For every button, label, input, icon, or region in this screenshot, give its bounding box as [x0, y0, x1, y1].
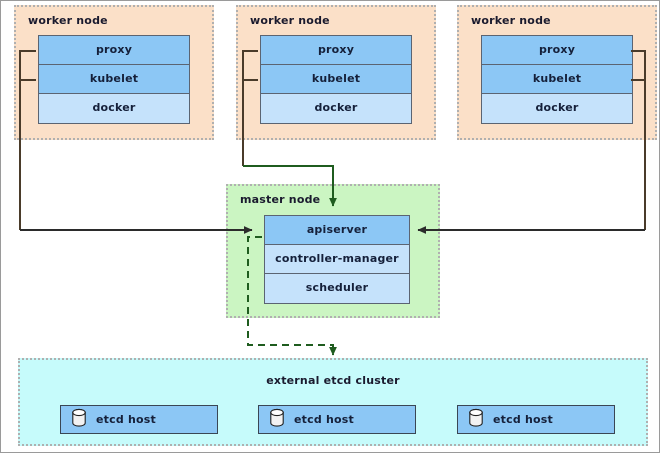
etcd-host-1-label: etcd host — [96, 413, 156, 426]
worker-node-1-kubelet[interactable]: kubelet — [39, 65, 189, 94]
worker-node-2-title: worker node — [250, 14, 330, 27]
worker-node-3-components: proxy kubelet docker — [481, 35, 633, 124]
worker-node-1-group: worker node proxy kubelet docker — [14, 5, 214, 140]
etcd-host-3[interactable]: etcd host — [457, 405, 615, 434]
worker-node-1-docker[interactable]: docker — [39, 94, 189, 123]
worker-node-1-title: worker node — [28, 14, 108, 27]
worker-node-1-components: proxy kubelet docker — [38, 35, 190, 124]
etcd-host-2[interactable]: etcd host — [258, 405, 416, 434]
worker-node-3-kubelet[interactable]: kubelet — [482, 65, 632, 94]
master-node-group: master node apiserver controller-manager… — [226, 184, 440, 318]
external-etcd-cluster-group: external etcd cluster etcd host etcd hos… — [18, 358, 648, 446]
worker-node-1-proxy[interactable]: proxy — [39, 36, 189, 65]
etcd-host-2-label: etcd host — [294, 413, 354, 426]
worker-node-3-docker[interactable]: docker — [482, 94, 632, 123]
master-node-scheduler[interactable]: scheduler — [265, 274, 409, 303]
database-cylinder-icon — [468, 408, 484, 432]
worker-node-2-docker[interactable]: docker — [261, 94, 411, 123]
database-cylinder-icon — [71, 408, 87, 432]
master-node-components: apiserver controller-manager scheduler — [264, 215, 410, 304]
master-node-apiserver[interactable]: apiserver — [265, 216, 409, 245]
master-node-title: master node — [240, 193, 321, 206]
worker-node-2-group: worker node proxy kubelet docker — [236, 5, 436, 140]
master-node-controller-manager[interactable]: controller-manager — [265, 245, 409, 274]
worker-node-2-proxy[interactable]: proxy — [261, 36, 411, 65]
etcd-host-3-label: etcd host — [493, 413, 553, 426]
database-cylinder-icon — [269, 408, 285, 432]
worker-node-2-components: proxy kubelet docker — [260, 35, 412, 124]
etcd-host-1[interactable]: etcd host — [60, 405, 218, 434]
worker-node-3-proxy[interactable]: proxy — [482, 36, 632, 65]
worker-node-3-title: worker node — [471, 14, 551, 27]
worker-node-2-kubelet[interactable]: kubelet — [261, 65, 411, 94]
worker-node-3-group: worker node proxy kubelet docker — [457, 5, 657, 140]
external-etcd-cluster-title: external etcd cluster — [266, 374, 400, 387]
